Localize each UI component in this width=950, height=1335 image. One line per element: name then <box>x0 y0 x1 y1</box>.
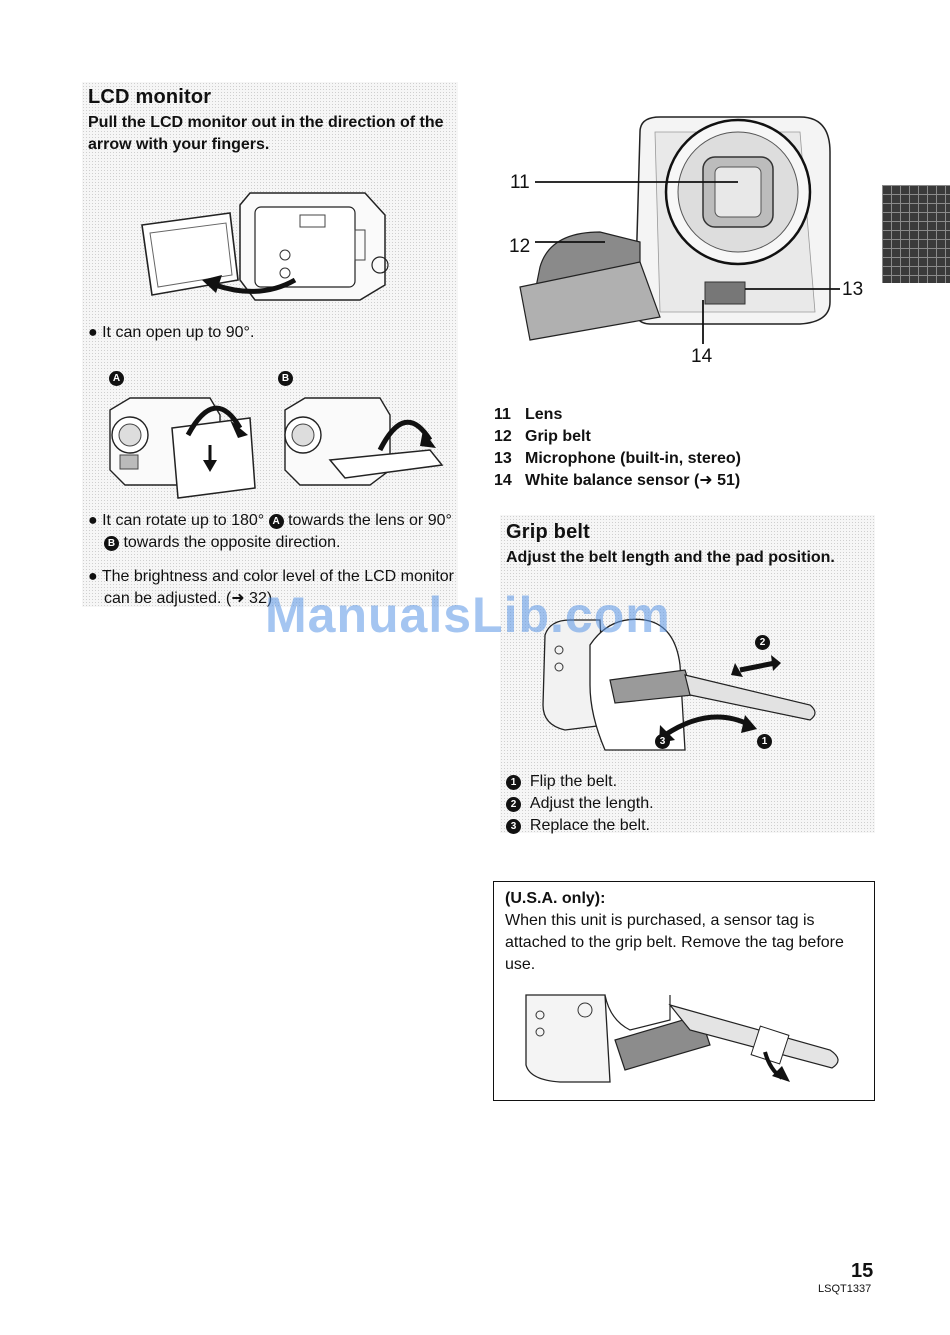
lcd-note-rotate: ● It can rotate up to 180° A towards the… <box>88 512 452 551</box>
lcd-section <box>82 82 458 607</box>
lcd-open-figure <box>141 192 389 301</box>
sensor-tag-figure <box>525 994 839 1083</box>
brightness-text: The brightness and color level of the LC… <box>101 568 455 607</box>
grip-steps: 1 Flip the belt. 2 Adjust the length. 3 … <box>506 771 866 837</box>
label-a-icon: A <box>109 371 124 386</box>
label-b-icon: B <box>278 371 293 386</box>
inline-label-b-icon: B <box>104 536 119 551</box>
rotate-a-figure <box>109 397 256 499</box>
rotate-b-figure <box>284 397 444 486</box>
inline-label-a-icon: A <box>268 514 284 529</box>
callout-11: 11 <box>510 172 530 193</box>
grip-instruction: Adjust the belt length and the pad posit… <box>506 549 835 566</box>
watermark: ManualsLib.com <box>265 587 671 643</box>
document-code: LSQT1337 <box>818 1283 872 1295</box>
callout-13: 13 <box>842 279 864 300</box>
rotate-text-1: It can rotate up to 180° <box>102 512 265 529</box>
grip-step: 2 Adjust the length. <box>506 793 866 815</box>
lcd-instruction: Pull the LCD monitor out in the directio… <box>88 114 444 153</box>
chapter-tab <box>882 185 950 283</box>
lcd-title: LCD monitor <box>88 86 212 108</box>
callout-12: 12 <box>509 236 531 257</box>
lcd-note-open: ● It can open up to 90°. <box>88 324 255 341</box>
grip-fig-label-2-icon: 2 <box>755 635 770 650</box>
grip-fig-label-1-icon: 1 <box>757 734 772 749</box>
callout-14: 14 <box>691 346 713 367</box>
grip-step: 3 Replace the belt. <box>506 815 866 837</box>
camera-front-figure <box>519 116 840 344</box>
usa-heading: (U.S.A. only): <box>505 890 606 907</box>
grip-figure <box>542 618 816 751</box>
grip-title: Grip belt <box>506 521 591 543</box>
grip-fig-label-3-icon: 3 <box>655 734 670 749</box>
lcd-note-brightness: ● The brightness and color level of the … <box>88 568 455 607</box>
rotate-text-3: towards the opposite direction. <box>123 534 341 551</box>
rotate-text-2: towards the lens or 90° <box>288 512 452 529</box>
grip-step: 1 Flip the belt. <box>506 771 866 793</box>
usa-text: When this unit is purchased, a sensor ta… <box>505 912 844 973</box>
usa-note-box <box>493 881 875 1101</box>
lcd-rotate-figure <box>109 397 444 499</box>
lcd-note-open-text: It can open up to 90°. <box>102 324 255 341</box>
page-number: 15 <box>851 1260 874 1282</box>
